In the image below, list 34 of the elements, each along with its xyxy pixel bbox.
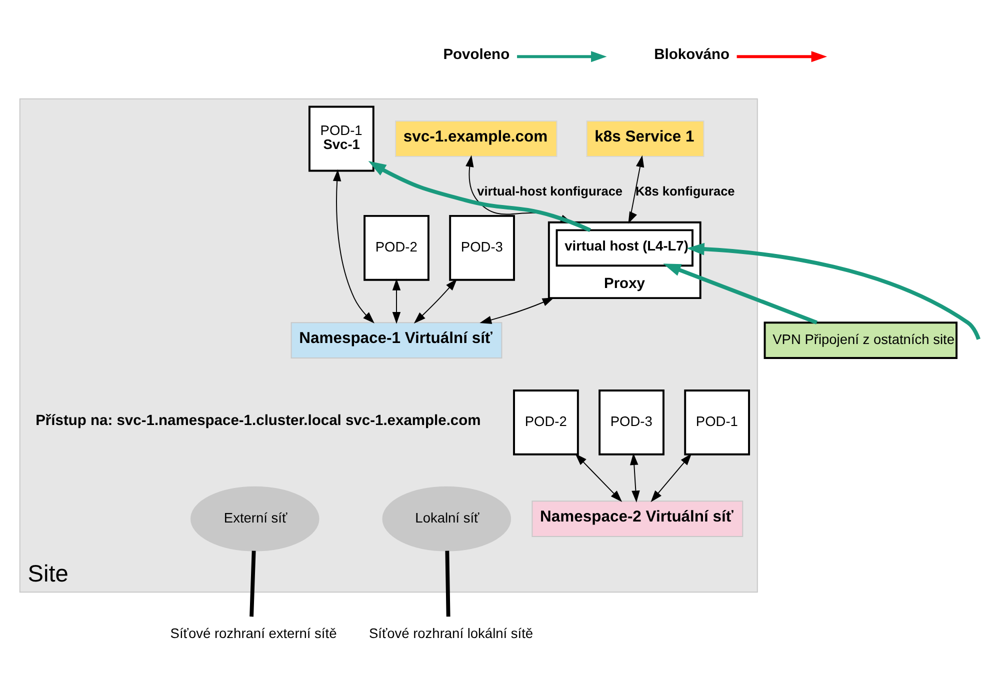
- node-box: Namespace-1 Virtuální síť: [290, 322, 502, 359]
- node-ellipse: Externí síť: [190, 486, 320, 552]
- arrow: [630, 453, 640, 502]
- node-text: Síťové rozhraní externí sítě: [170, 626, 337, 642]
- node-box: POD-1: [684, 390, 750, 456]
- connector: [250, 550, 256, 617]
- legend-label: Blokováno: [654, 47, 730, 64]
- node-box: VPN Připojení z ostatních site: [764, 322, 958, 360]
- connector: [445, 550, 450, 617]
- edge-label: K8s konfigurace: [635, 184, 735, 199]
- node-text: Síťové rozhraní lokální sítě: [368, 626, 534, 642]
- arrow: [332, 169, 374, 324]
- node-box: virtual host (L4-L7): [556, 229, 694, 267]
- label: Přístup na: svc-1.namespace-1.cluster.local svc-1.example.com: [36, 412, 481, 429]
- node-box: POD-3: [598, 390, 664, 456]
- arrow: [368, 160, 591, 232]
- arrow: [650, 454, 692, 502]
- edge-label: virtual-host konfigurace: [477, 184, 623, 199]
- node-box: POD-2: [513, 390, 579, 456]
- arrow: [628, 155, 644, 224]
- node-box: Namespace-2 Virtuální síť: [532, 500, 744, 538]
- arrow: [414, 278, 458, 324]
- arrow: [686, 242, 980, 340]
- arrow: [392, 278, 401, 324]
- node-box: POD-1 Svc-1: [308, 106, 374, 172]
- arrow: [575, 454, 622, 502]
- node-box: POD-2: [364, 214, 430, 281]
- node-box: svc-1.example.com: [395, 120, 558, 157]
- arrow: [663, 264, 818, 324]
- node-box: k8s Service 1: [586, 120, 704, 157]
- arrow: [480, 297, 554, 324]
- legend-label: Povoleno: [443, 47, 510, 64]
- node-ellipse: Lokalní síť: [382, 486, 512, 552]
- node-box: POD-3: [449, 214, 515, 281]
